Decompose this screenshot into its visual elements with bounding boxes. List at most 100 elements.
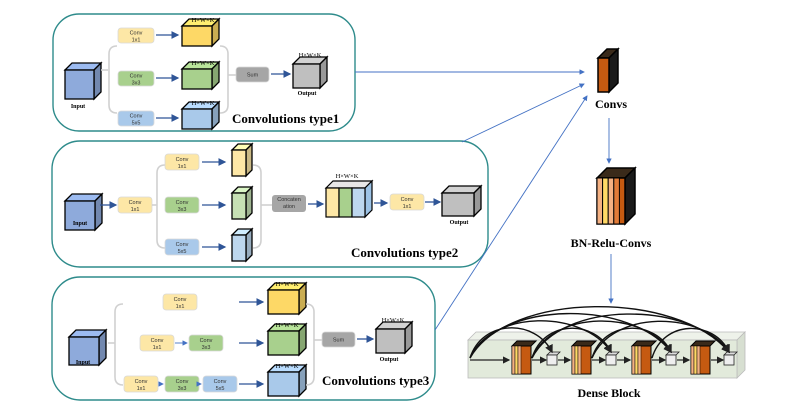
- feature-block-thin: [230, 227, 254, 263]
- dense-block: [467, 305, 746, 379]
- dim-label: H×W×K: [382, 317, 405, 324]
- bn-stripe: [574, 345, 579, 375]
- skip-connection-arc: [591, 320, 730, 359]
- feature-block: [180, 60, 221, 91]
- panel-title-type1: Convolutions type1: [232, 111, 339, 126]
- dense-layer: [570, 340, 598, 375]
- bn-stripe: [517, 345, 522, 375]
- op-label-line1: Conv: [151, 338, 164, 344]
- fork-bracket: [156, 164, 166, 249]
- op-label: Sum: [333, 338, 345, 344]
- op-label-line1: Conv: [200, 338, 213, 344]
- input-label: Input: [76, 360, 90, 366]
- op-label-line2: 3x3: [178, 207, 187, 213]
- concatenated-block: [324, 179, 374, 219]
- op-label-line2: ation: [283, 204, 295, 210]
- bn-relu-convs-label: BN-Relu-Convs: [571, 236, 652, 250]
- skip-connection-arc: [531, 327, 612, 359]
- op-label-line2: 1x1: [132, 38, 141, 44]
- dim-label: H×W×K: [192, 17, 215, 24]
- merge-bracket: [305, 303, 315, 386]
- input-cube: [63, 61, 103, 101]
- op-label-line2: 1x1: [178, 164, 187, 170]
- bn-stripe: [696, 345, 701, 375]
- feature-block: [266, 363, 308, 398]
- bn-stripe: [514, 345, 519, 375]
- output-label: Output: [298, 91, 317, 97]
- sum-box: Sum: [235, 66, 270, 83]
- dense-block-label: Dense Block: [578, 386, 641, 400]
- panel2-to-convs-arrow: [461, 83, 585, 143]
- panel-title-type2: Convolutions type2: [351, 245, 458, 260]
- dim-label: H×W×K: [276, 363, 299, 370]
- output-cube: [291, 55, 329, 90]
- bn-stripe: [577, 345, 582, 375]
- op-label-line1: Conv: [135, 379, 148, 385]
- op-label-line1: Conv: [130, 31, 143, 37]
- op-label-line2: 1x1: [137, 386, 146, 392]
- op-label-line2: 1x1: [176, 304, 185, 310]
- input-cube: [67, 328, 108, 367]
- feature-block: [266, 281, 308, 316]
- convs-label: Convs: [595, 97, 627, 111]
- output-label: Output: [450, 220, 469, 226]
- bn-relu-convs-block-icon: [595, 166, 637, 226]
- op-label-line1: Conv: [130, 74, 143, 80]
- bn-stripe: [602, 177, 609, 225]
- op-label-line1: Concaten: [277, 197, 301, 203]
- panel-border: [51, 276, 436, 401]
- op-label-line1: Conv: [174, 297, 187, 303]
- dim-label: H×W×K: [192, 60, 215, 67]
- op-label-line2: 1x1: [131, 207, 140, 213]
- op-label-line2: 3x3: [132, 81, 141, 87]
- op-label-line1: Conv: [129, 200, 142, 206]
- op-label-line1: Conv: [214, 379, 227, 385]
- dense-layer: [689, 340, 717, 375]
- op-label-line1: Conv: [176, 200, 189, 206]
- feature-block: [266, 322, 308, 357]
- skip-connection-arc: [531, 313, 730, 359]
- input-cube: [63, 192, 104, 232]
- bn-stripe: [690, 345, 695, 375]
- op-label-line1: Conv: [176, 379, 189, 385]
- op-label-line2: 3x3: [178, 386, 187, 392]
- op-label-line1: Conv: [176, 242, 189, 248]
- dim-label: H×W×K: [299, 52, 322, 59]
- op-label-line2: 5x5: [132, 121, 141, 127]
- skip-connection-arc: [591, 327, 672, 359]
- dim-label: H×W×K: [276, 281, 299, 288]
- op-label-line1: Conv: [401, 197, 414, 203]
- bn-stripe: [631, 345, 636, 375]
- panel-convolutions-type3: InputConv1x1H×W×KConv1x1Conv3x3H×W×KConv…: [51, 276, 436, 401]
- input-label: Input: [73, 221, 87, 227]
- bn-stripe: [634, 345, 639, 375]
- concat-slice: [325, 187, 340, 218]
- op-label-line2: 1x1: [153, 345, 162, 351]
- panel-convolutions-type1: InputConv1x1H×W×KConv3x3H×W×KConv5x5H×W×…: [52, 13, 356, 132]
- input-label: Input: [71, 104, 85, 110]
- panel-border: [51, 140, 489, 268]
- output-label: Output: [380, 357, 399, 363]
- dim-label: H×W×K: [192, 100, 215, 107]
- fork-bracket: [114, 303, 124, 386]
- panel-title-type3: Convolutions type3: [322, 373, 430, 388]
- dim-label: H×W×K: [276, 322, 299, 329]
- skip-connection-arc: [469, 327, 553, 359]
- panel3-to-convs-arrow: [434, 95, 588, 331]
- bn-stripe: [511, 345, 516, 375]
- bn-stripe: [637, 345, 642, 375]
- feature-block: [180, 17, 221, 48]
- bn-stripe: [607, 177, 615, 225]
